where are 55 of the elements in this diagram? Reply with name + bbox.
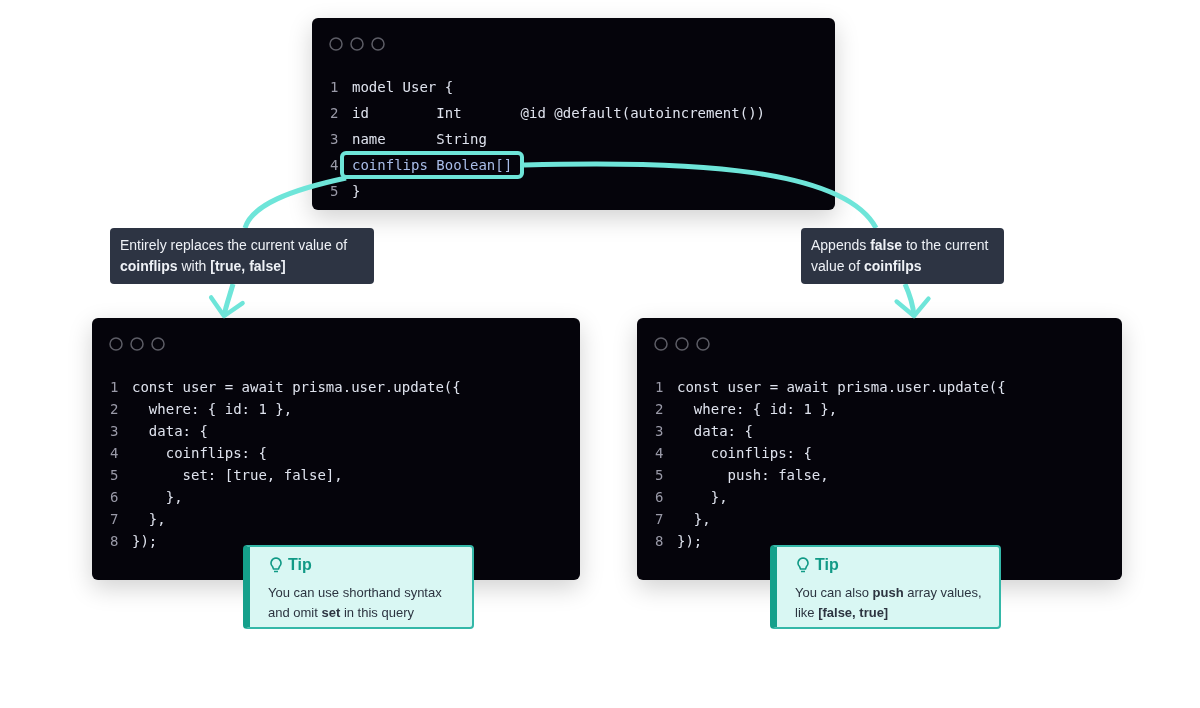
highlight-box: coinflips Boolean[] [340, 151, 525, 179]
line-number: 8 [655, 532, 664, 550]
code-line: }, [147, 510, 166, 528]
line-number: 1 [655, 378, 664, 396]
line-number: 2 [330, 104, 339, 122]
code-line: where: { id: 1 }, [692, 400, 838, 418]
line-number: 2 [655, 400, 664, 418]
line-number: 6 [655, 488, 664, 506]
code-line: }); [132, 532, 158, 550]
connector-line [523, 161, 878, 230]
code-line: name String [352, 130, 487, 148]
line-number: 8 [110, 532, 119, 550]
line-number: 6 [110, 488, 119, 506]
tip-heading: Tip [288, 555, 312, 575]
code-window [637, 318, 1122, 580]
callout-box: Entirely replaces the current value of coinflips with [true, false] [110, 228, 374, 284]
code-line: coinflips: { [709, 444, 812, 462]
code-line: }); [677, 532, 703, 550]
code-line: model User { [352, 78, 454, 96]
connector-line [242, 175, 347, 229]
code-line: data: { [692, 422, 753, 440]
line-number: 1 [330, 78, 339, 96]
code-line: }, [692, 510, 711, 528]
arrow [209, 283, 245, 319]
code-line: where: { id: 1 }, [147, 400, 293, 418]
line-number: 3 [655, 422, 664, 440]
code-window [92, 318, 580, 580]
line-number: 7 [110, 510, 119, 528]
code-line: coinflips: { [164, 444, 267, 462]
code-line: set: [true, false], [181, 466, 343, 484]
line-number: 3 [110, 422, 119, 440]
tip-heading: Tip [815, 555, 839, 575]
code-line: data: { [147, 422, 208, 440]
line-number: 4 [655, 444, 664, 462]
tip-text: You can also push array values, like [false, true] [795, 584, 983, 622]
code-line: const user = await prisma.user.update({ [132, 378, 461, 396]
arrow [894, 283, 931, 319]
line-number: 1 [110, 378, 119, 396]
line-number: 4 [330, 156, 339, 174]
code-line: push: false, [726, 466, 829, 484]
code-line: } [352, 182, 361, 200]
code-line: id Int @id @default(autoincrement()) [352, 104, 765, 122]
line-number: 5 [655, 466, 664, 484]
line-number: 7 [655, 510, 664, 528]
code-line: }, [709, 488, 728, 506]
callout-box: Appends false to the current value of coinfilps [801, 228, 1004, 284]
code-line: }, [164, 488, 183, 506]
line-number: 2 [110, 400, 119, 418]
line-number: 5 [330, 182, 339, 200]
line-number: 5 [110, 466, 119, 484]
line-number: 3 [330, 130, 339, 148]
tip-text: You can use shorthand syntax and omit set in this query [268, 584, 443, 622]
line-number: 4 [110, 444, 119, 462]
code-window [312, 18, 835, 210]
code-line: const user = await prisma.user.update({ [677, 378, 1006, 396]
